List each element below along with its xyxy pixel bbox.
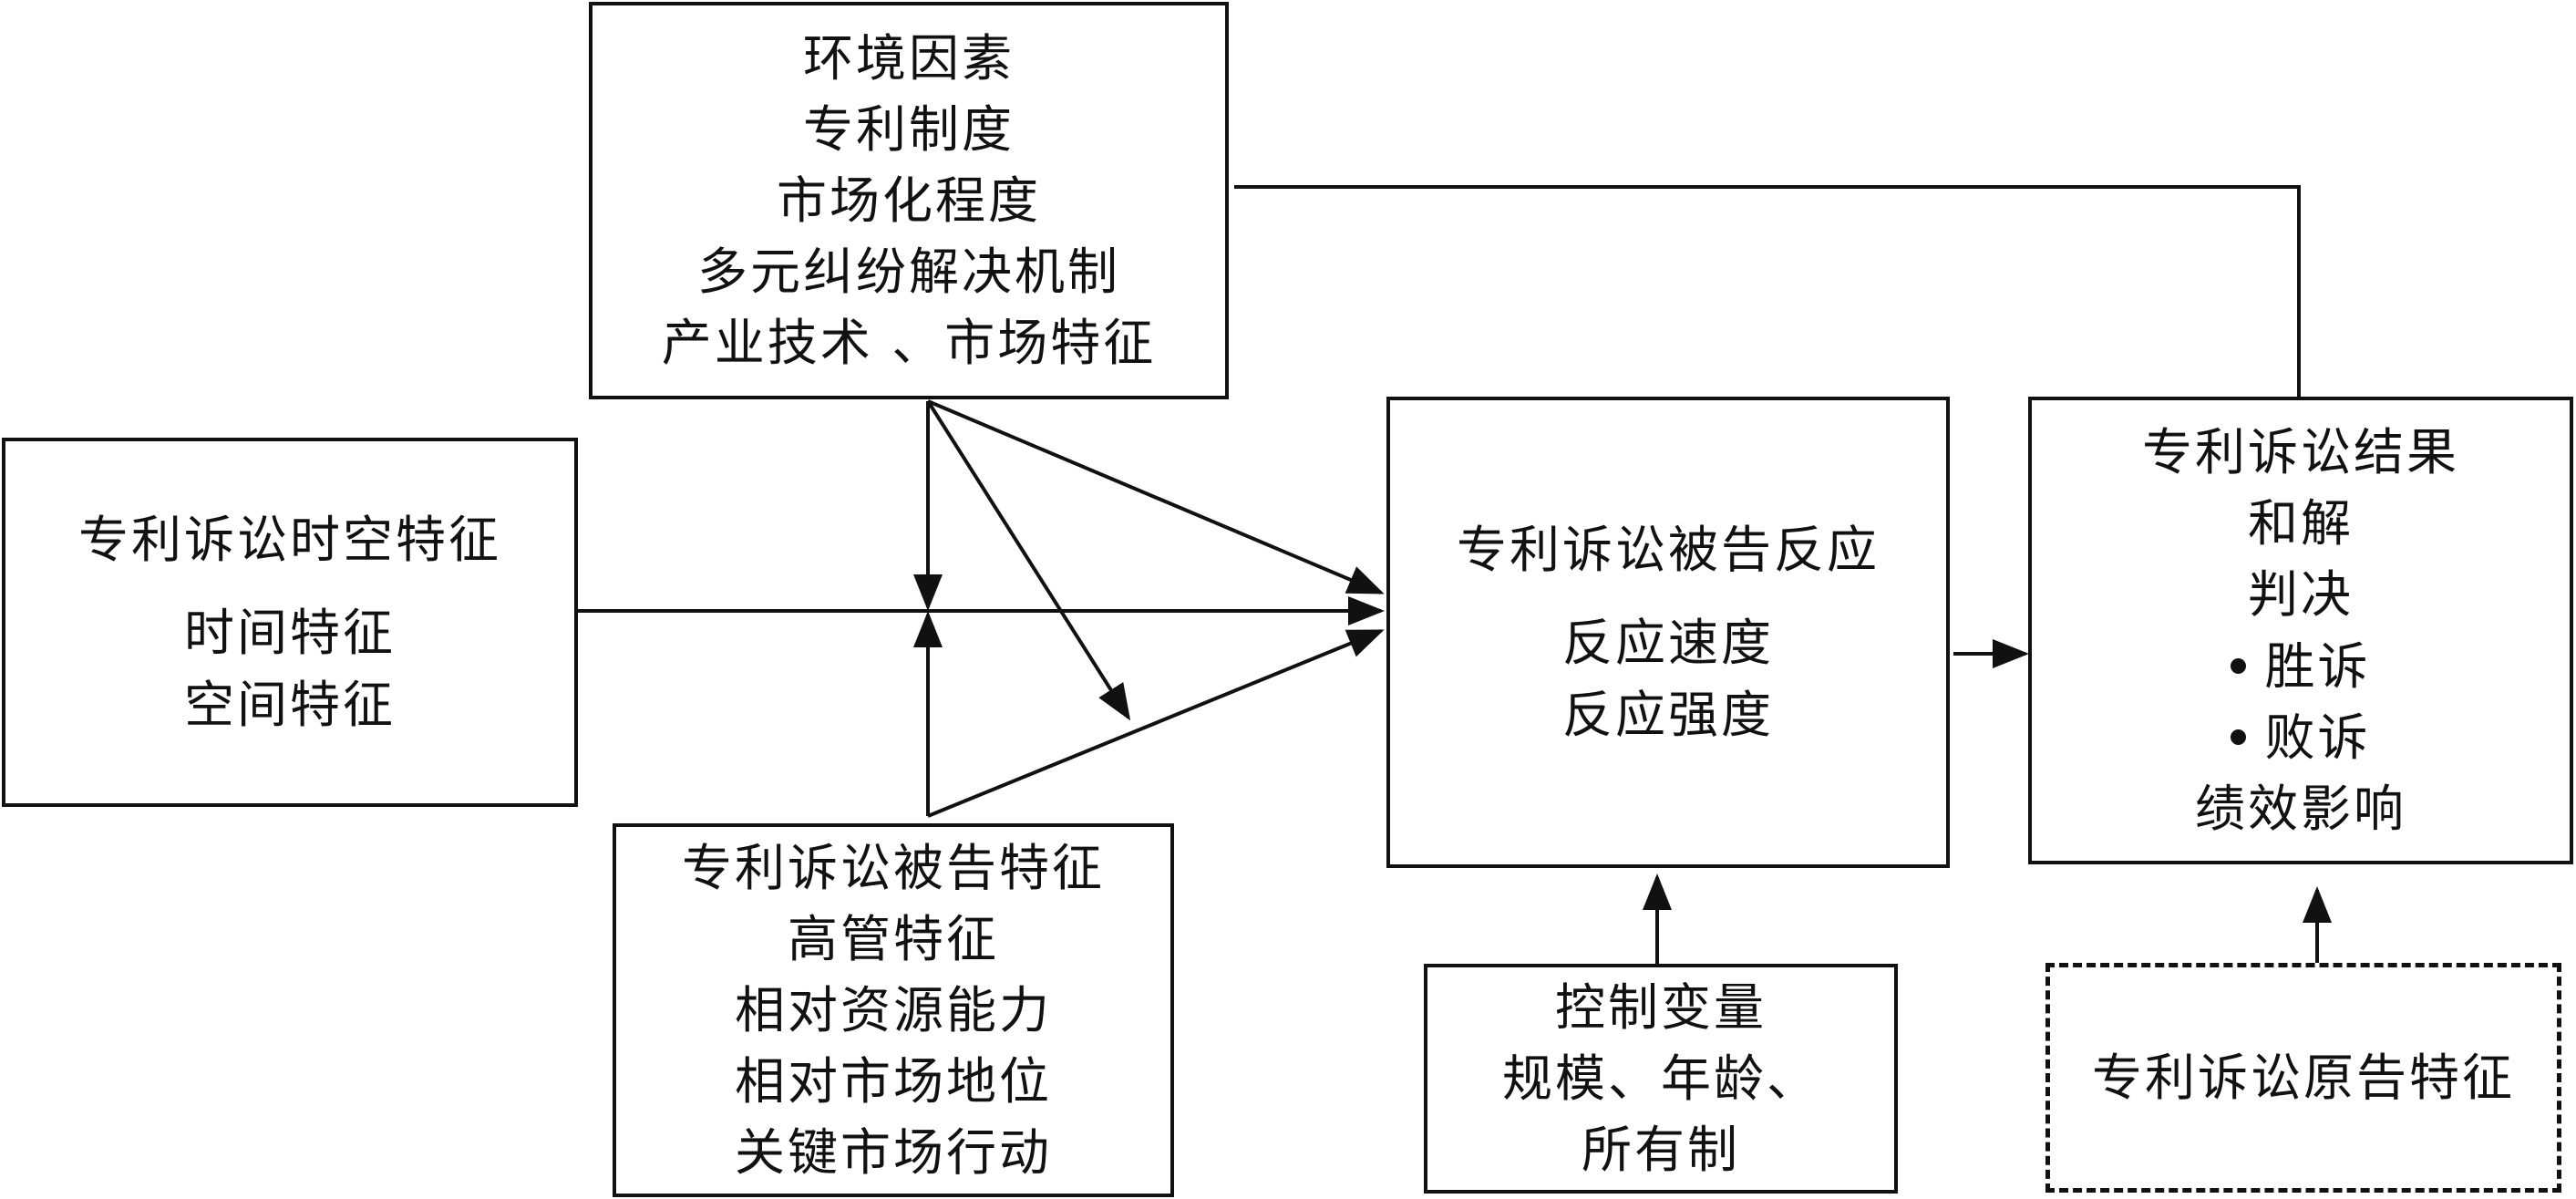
bullet-icon bbox=[2231, 729, 2247, 745]
spatiotemporal-item: 时间特征 bbox=[183, 604, 396, 663]
defendant-response-item: 反应强度 bbox=[1561, 685, 1774, 744]
outcome-title: 专利诉讼结果 bbox=[2141, 423, 2459, 482]
environment-item: 专利制度 bbox=[802, 99, 1015, 159]
outcome-bullet-row: 胜诉 bbox=[2231, 631, 2370, 702]
outcome-bullet-row: 败诉 bbox=[2231, 702, 2370, 773]
defendant-traits-item: 高管特征 bbox=[787, 909, 999, 968]
arrow-environment-to-lower-path bbox=[926, 399, 1131, 721]
spatiotemporal-box: 专利诉讼时空特征 时间特征 空间特征 bbox=[2, 438, 578, 807]
defendant-response-item: 反应速度 bbox=[1561, 614, 1774, 673]
control-variables-item: 规模、年龄、 bbox=[1501, 1049, 1819, 1108]
outcome-item: 绩效影响 bbox=[2194, 779, 2406, 838]
environment-item: 多元纠纷解决机制 bbox=[696, 243, 1120, 302]
environment-item: 市场化程度 bbox=[776, 171, 1041, 230]
outcome-item: 和解 bbox=[2247, 494, 2354, 553]
defendant-traits-item: 关键市场行动 bbox=[734, 1123, 1052, 1183]
plaintiff-traits-title: 专利诉讼原告特征 bbox=[2091, 1048, 2515, 1107]
environment-title: 环境因素 bbox=[802, 28, 1015, 88]
bullet-icon bbox=[2231, 657, 2247, 674]
environment-factors-box: 环境因素 专利制度 市场化程度 多元纠纷解决机制 产业技术 、市场特征 bbox=[589, 2, 1229, 399]
line-environment-to-outcome bbox=[1234, 185, 2301, 397]
litigation-outcome-box: 专利诉讼结果 和解 判决 胜诉 败诉 绩效影响 bbox=[2028, 397, 2573, 864]
outcome-item: 败诉 bbox=[2264, 708, 2371, 767]
defendant-traits-item: 相对资源能力 bbox=[734, 980, 1052, 1039]
environment-item: 产业技术 、市场特征 bbox=[661, 314, 1157, 373]
outcome-item: 胜诉 bbox=[2264, 636, 2371, 696]
defendant-response-box: 专利诉讼被告反应 反应速度 反应强度 bbox=[1386, 397, 1950, 868]
arrow-environment-to-response bbox=[927, 399, 1385, 594]
defendant-response-title: 专利诉讼被告反应 bbox=[1456, 521, 1880, 580]
defendant-traits-box: 专利诉讼被告特征 高管特征 相对资源能力 相对市场地位 关键市场行动 bbox=[613, 823, 1174, 1197]
defendant-traits-title: 专利诉讼被告特征 bbox=[681, 838, 1105, 897]
control-variables-item: 所有制 bbox=[1581, 1121, 1740, 1180]
control-variables-box: 控制变量 规模、年龄、 所有制 bbox=[1424, 964, 1898, 1194]
spatiotemporal-item: 空间特征 bbox=[183, 675, 396, 734]
defendant-traits-item: 相对市场地位 bbox=[734, 1052, 1052, 1111]
outcome-item: 判决 bbox=[2247, 565, 2354, 625]
arrow-defendant-traits-to-response bbox=[927, 629, 1385, 818]
spatiotemporal-title: 专利诉讼时空特征 bbox=[77, 511, 501, 570]
plaintiff-traits-box: 专利诉讼原告特征 bbox=[2045, 963, 2561, 1193]
control-variables-title: 控制变量 bbox=[1554, 977, 1767, 1037]
